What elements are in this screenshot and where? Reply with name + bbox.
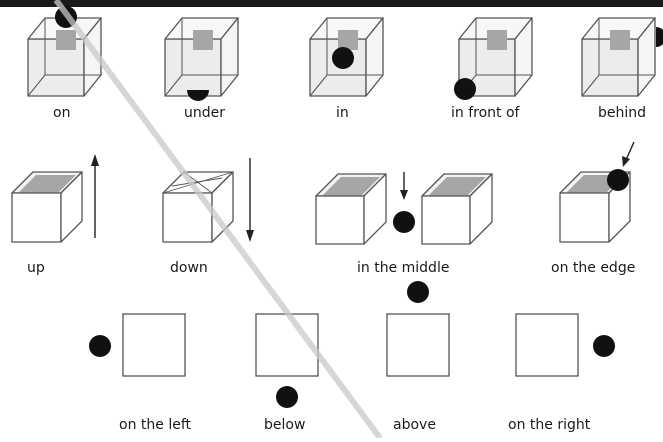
- box-middle-left: [316, 174, 386, 244]
- ball-under: [187, 90, 209, 101]
- label-in: in: [336, 105, 349, 121]
- arrow-up-head: [91, 154, 99, 166]
- ball-on-the-edge: [607, 169, 629, 191]
- ball-on-the-right: [593, 335, 615, 357]
- label-under: under: [184, 105, 225, 121]
- label-on-the-left: on the left: [119, 417, 191, 433]
- label-behind: behind: [598, 105, 646, 121]
- box-up: [12, 172, 82, 242]
- label-on-the-edge: on the edge: [551, 260, 635, 276]
- ball-in: [332, 47, 354, 69]
- arrow-middle-head: [400, 190, 408, 200]
- arrow-edge-head: [622, 156, 630, 167]
- label-below: below: [264, 417, 305, 433]
- label-on: on: [53, 105, 70, 121]
- box-middle-right: [422, 174, 492, 244]
- ball-below: [276, 386, 298, 408]
- square-above: [387, 314, 449, 376]
- label-in-the-middle: in the middle: [357, 260, 449, 276]
- box-on: [28, 18, 101, 96]
- label-in-front-of: in front of: [451, 105, 519, 121]
- label-on-the-right: on the right: [508, 417, 590, 433]
- label-down: down: [170, 260, 208, 276]
- ball-in-the-middle: [393, 211, 415, 233]
- top-border: [0, 0, 663, 7]
- label-up: up: [27, 260, 45, 276]
- box-behind: [582, 18, 655, 96]
- ball-on-the-left: [89, 335, 111, 357]
- arrow-down-head: [246, 230, 254, 242]
- ball-above: [407, 281, 429, 303]
- box-down: [163, 172, 233, 242]
- ball-in-front-of: [454, 78, 476, 100]
- arrow-edge: [626, 142, 634, 160]
- box-under: [165, 18, 238, 96]
- square-on-the-left: [123, 314, 185, 376]
- square-on-the-right: [516, 314, 578, 376]
- label-above: above: [393, 417, 436, 433]
- ball-behind: [656, 27, 663, 47]
